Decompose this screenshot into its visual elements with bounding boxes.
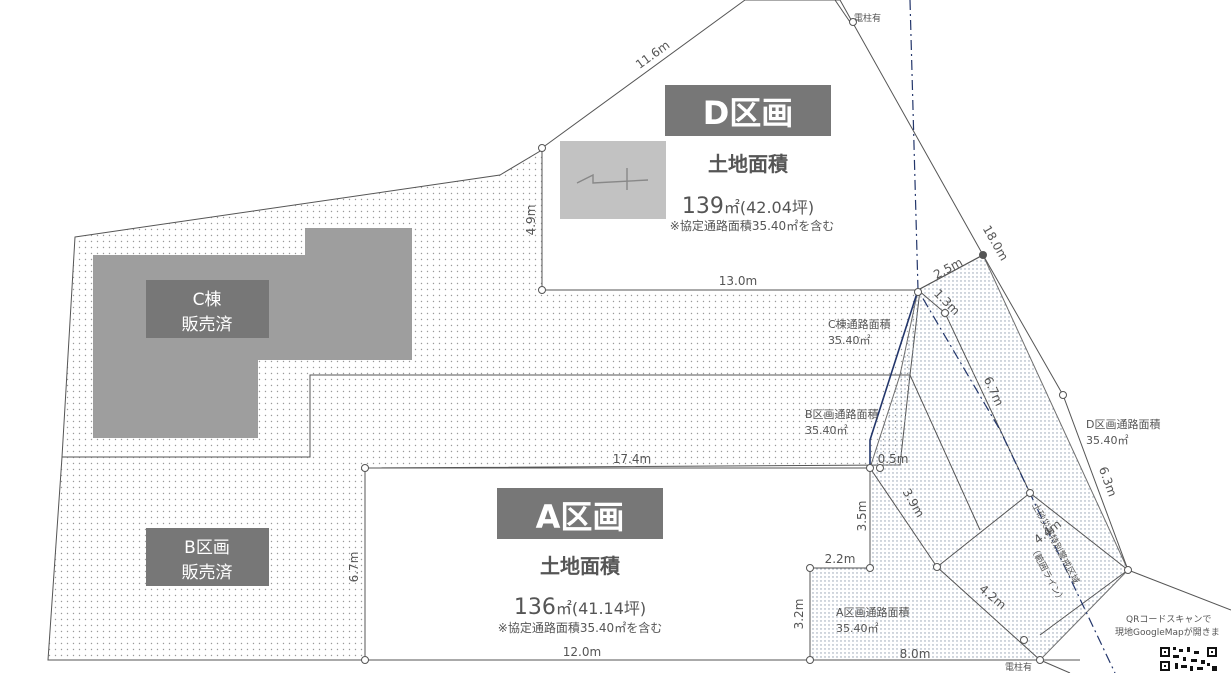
dim-a-3-5: 3.5m <box>855 501 869 532</box>
lot-a-badge <box>497 488 663 539</box>
passage-c-label: C棟通路面積 <box>828 317 891 331</box>
vertex-markers <box>361 18 1132 664</box>
lot-a-note: ※協定通路面積35.40㎡を含む <box>498 620 662 635</box>
lot-d-area-label: 土地面積 <box>708 152 789 176</box>
passage-c-value: 35.40㎡ <box>828 334 871 347</box>
passage-line-3 <box>909 374 981 531</box>
utility-pole-top: 電柱有 <box>854 12 881 24</box>
photo-placeholder <box>560 141 666 219</box>
passage-b-value: 35.40㎡ <box>805 424 848 437</box>
lot-b-badge <box>146 528 269 586</box>
lot-a-area: 136㎡(41.14坪) <box>514 595 646 620</box>
dim-d-bottom: 13.0m <box>719 274 757 288</box>
passage-a-value: 35.40㎡ <box>836 622 879 635</box>
lot-d-title: D区画 <box>703 94 794 132</box>
lot-c-label-2: 販売済 <box>182 315 233 335</box>
qr-code-icon[interactable] <box>1159 645 1219 673</box>
passage-b-label: B区画通路面積 <box>805 407 879 421</box>
road-line-2 <box>1039 659 1071 673</box>
passage-line-5 <box>1029 492 1129 571</box>
dim-d-left: 4.9m <box>524 205 538 236</box>
dim-a-2-2: 2.2m <box>825 552 856 566</box>
dim-a-0-5: 0.5m <box>878 452 909 466</box>
dim-a-3-2: 3.2m <box>792 599 806 630</box>
corner-marker <box>979 251 987 259</box>
passage-d-label: D区画通路面積 <box>1086 417 1160 431</box>
passage-a-label: A区画通路面積 <box>836 605 910 619</box>
lot-c-label-1: C棟 <box>193 290 222 310</box>
dim-a-top: 17.4m <box>613 452 651 466</box>
hazard-boundary-solid <box>869 289 919 468</box>
hazard-boundary-dashdot <box>909 0 1116 673</box>
lot-d-area: 139㎡(42.04坪) <box>682 194 814 219</box>
shared-passage-area <box>809 254 1129 661</box>
lot-c-badge <box>146 280 269 338</box>
lot-a-area-label: 土地面積 <box>540 554 621 578</box>
lot-a-title: A区画 <box>536 498 625 536</box>
qr-caption-2: 現地GoogleMapが開きま <box>1115 626 1220 638</box>
qr-caption-1: QRコードスキャンで <box>1126 615 1211 625</box>
road-line <box>1127 569 1231 611</box>
passage-line-2 <box>982 254 1129 636</box>
dim-a-left: 6.7m <box>347 552 361 583</box>
photo-sketch <box>576 173 649 184</box>
pole-lead <box>834 0 851 23</box>
utility-pole-bottom: 電柱有 <box>1005 661 1032 673</box>
passage-d-value: 35.40㎡ <box>1086 434 1129 447</box>
dim-a-bottom: 12.0m <box>563 645 601 659</box>
passage-line-4 <box>869 467 938 568</box>
lot-d-note: ※協定通路面積35.40㎡を含む <box>670 218 834 233</box>
lot-b-label-1: B区画 <box>184 538 230 558</box>
lot-d-badge <box>665 85 831 136</box>
lot-b-label-2: 販売済 <box>182 563 233 583</box>
dim-a-8-0: 8.0m <box>900 647 931 661</box>
